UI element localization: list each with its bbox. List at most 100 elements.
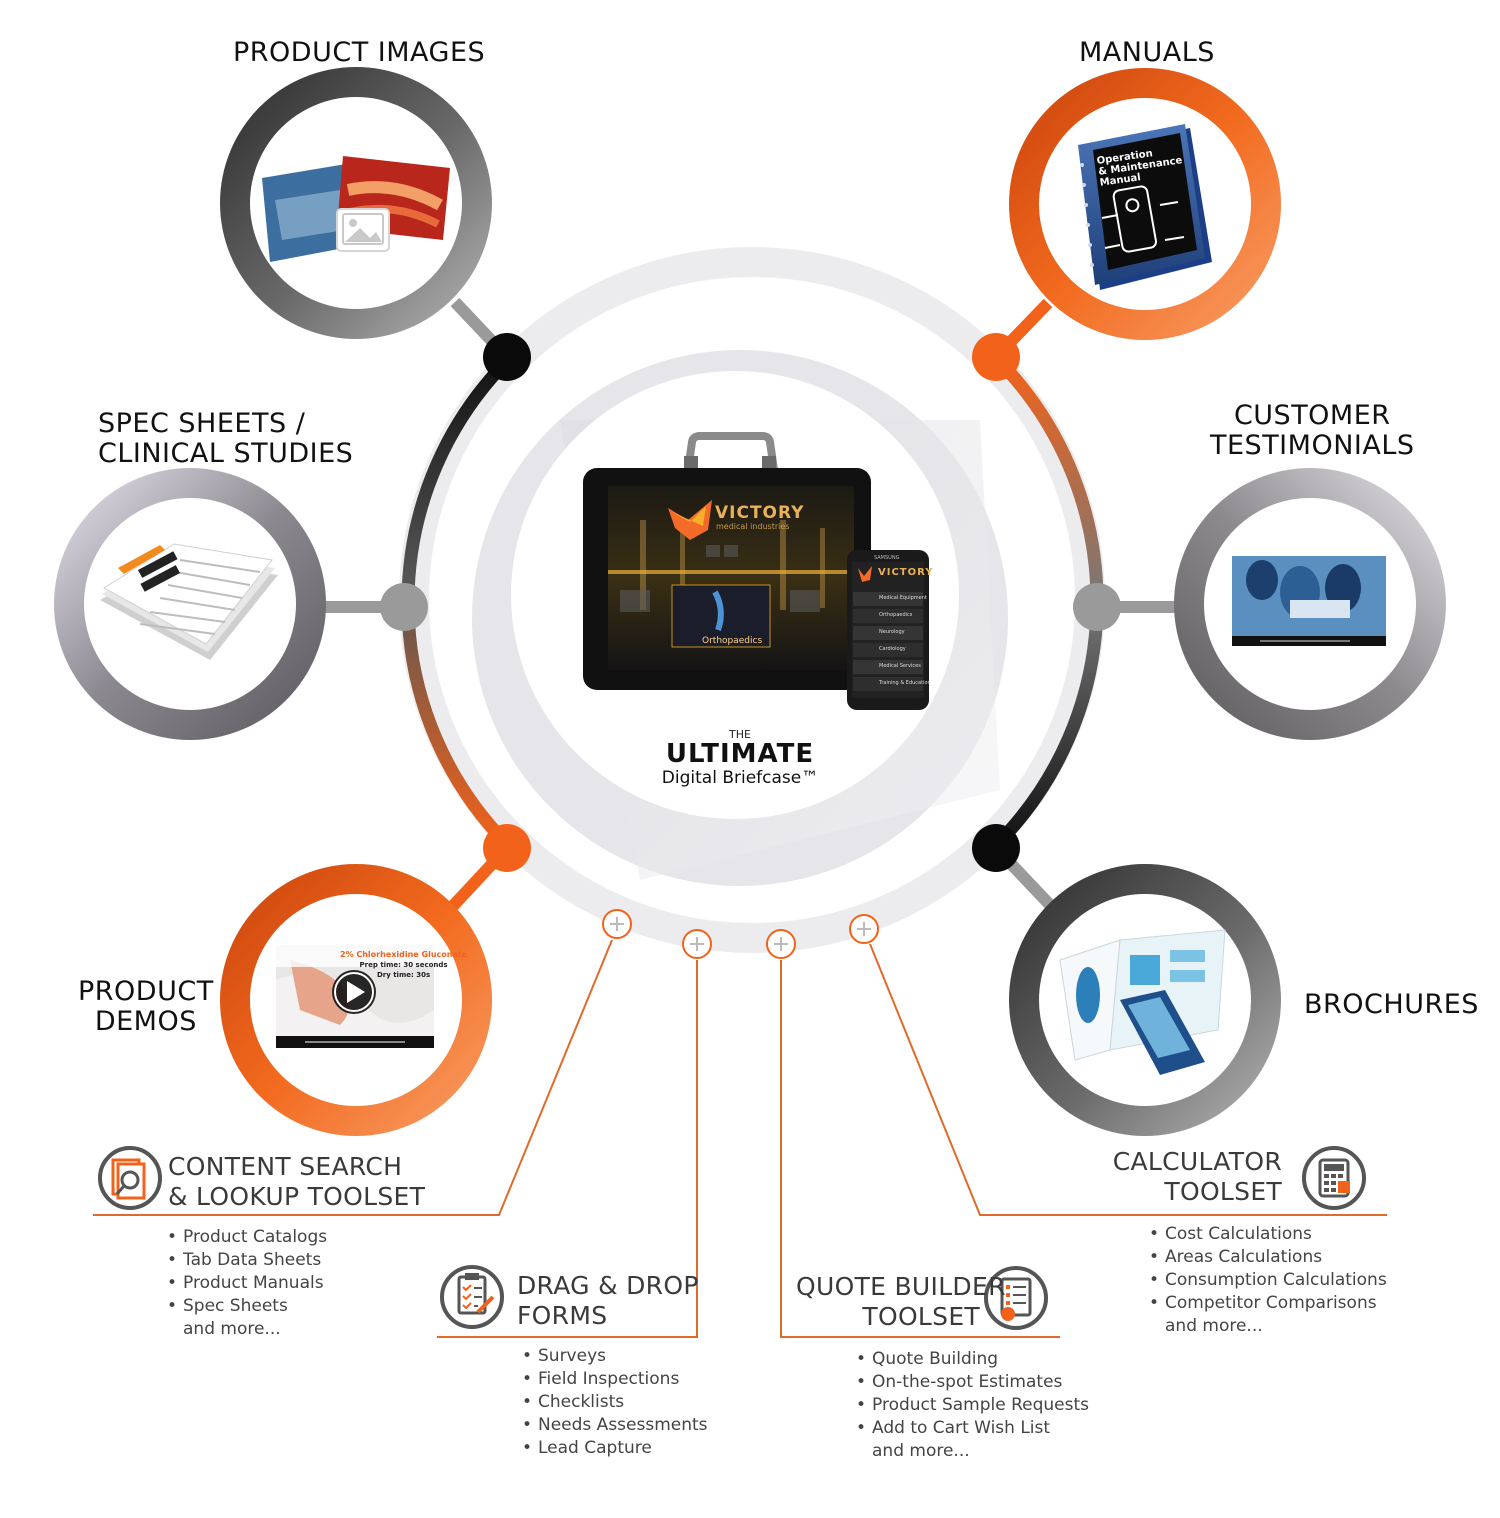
phone-menu-item: Neurology [879, 629, 905, 635]
brand-the: THE [729, 728, 751, 741]
image-icon [336, 208, 390, 252]
label-line: CLINICAL STUDIES [98, 438, 354, 469]
list-item: Needs Assessments [522, 1414, 708, 1437]
tablet-brand: VICTORY [715, 503, 805, 523]
list-item: Competitor Comparisons [1149, 1292, 1387, 1315]
label-line: PRODUCT [78, 976, 214, 1007]
label-line: SPEC SHEETS / [98, 408, 306, 439]
phone-menu-row [853, 609, 923, 623]
list-item: Product Catalogs [167, 1226, 327, 1249]
hub-brand: THE ULTIMATE Digital Briefcase™ [660, 728, 820, 789]
label-line: DEMOS [94, 1006, 197, 1037]
title-line: TOOLSET [1164, 1177, 1282, 1206]
label-line: BROCHURES [1304, 989, 1479, 1020]
plus-marker-2[interactable] [682, 929, 712, 959]
phone-menu-item: Medical Services [879, 663, 921, 669]
title-drag-drop: DRAG & DROP FORMS [517, 1271, 699, 1331]
plus-marker-1[interactable] [602, 909, 632, 939]
list-item: Tab Data Sheets [167, 1249, 327, 1272]
plus-marker-4[interactable] [849, 914, 879, 944]
manuals-thumbnail [1078, 124, 1212, 290]
label-product-images: PRODUCT IMAGES [233, 38, 485, 68]
list-item: Spec Sheets [167, 1295, 327, 1318]
play-icon [332, 970, 376, 1014]
leader-quote-builder [780, 960, 1060, 1338]
list-drag-drop: Surveys Field Inspections Checklists Nee… [522, 1345, 708, 1460]
list-quote-builder: Quote Building On-the-spot Estimates Pro… [856, 1348, 1089, 1463]
title-line: CONTENT SEARCH [168, 1152, 403, 1181]
title-calculator: CALCULATOR TOOLSET [1110, 1147, 1282, 1207]
testimonials-video-thumbnail [1232, 556, 1386, 646]
title-quote-builder: QUOTE BUILDER TOOLSET [796, 1272, 1006, 1332]
leader-drag-drop [437, 960, 698, 1338]
list-more: and more... [183, 1319, 281, 1339]
dot-brochures [972, 824, 1020, 872]
tablet-panel-label: Orthopaedics [702, 636, 763, 646]
brand-digital-briefcase: Digital Briefcase™ [661, 768, 819, 788]
title-line: QUOTE BUILDER [796, 1272, 1006, 1301]
list-item: Lead Capture [522, 1437, 708, 1460]
title-line: DRAG & DROP [517, 1271, 699, 1300]
dot-product-images [483, 333, 531, 381]
list-item: On-the-spot Estimates [856, 1371, 1089, 1394]
title-line: CALCULATOR [1112, 1147, 1282, 1176]
list-more: and more... [872, 1441, 970, 1461]
list-item: Field Inspections [522, 1368, 708, 1391]
label-manuals: MANUALS [1079, 38, 1215, 68]
spec-sheets-thumbnail [100, 543, 278, 660]
tablet-device [583, 432, 871, 690]
label-spec-sheets: SPEC SHEETS / CLINICAL STUDIES [98, 409, 353, 469]
phone-menu-row [853, 592, 923, 606]
video-title-line: 2% Chlorhexidine Gluconate [340, 950, 468, 959]
label-line: MANUALS [1079, 37, 1215, 68]
phone-menu-row [853, 677, 923, 691]
dot-testimonials [1073, 583, 1121, 631]
list-item: Surveys [522, 1345, 708, 1368]
label-line: CUSTOMER [1233, 400, 1391, 431]
list-item: Checklists [522, 1391, 708, 1414]
document-search-icon [98, 1146, 162, 1210]
phone-menu-item: Medical Equipment [879, 595, 927, 601]
phone-menu-item: Orthopaedics [879, 612, 913, 618]
label-testimonials: CUSTOMER TESTIMONIALS [1210, 401, 1415, 461]
phone-menu-row [853, 660, 923, 674]
leader-content-search [93, 939, 613, 1216]
brochures-thumbnail [1059, 929, 1226, 1075]
dot-spec-sheets [380, 583, 428, 631]
label-line: PRODUCT IMAGES [233, 37, 486, 68]
list-item: Add to Cart Wish List [856, 1417, 1089, 1440]
phone-menu-item: Training & Education [879, 680, 931, 686]
calculator-icon [1302, 1146, 1366, 1210]
plus-marker-3[interactable] [766, 929, 796, 959]
title-line: & LOOKUP TOOLSET [168, 1182, 426, 1211]
title-line: TOOLSET [862, 1302, 980, 1331]
quote-list-icon [984, 1266, 1048, 1330]
video-title-line: Prep time: 30 seconds [359, 961, 448, 969]
demo-video-title: 2% Chlorhexidine Gluconate Prep time: 30… [340, 950, 467, 980]
label-brochures: BROCHURES [1304, 990, 1479, 1020]
list-item: Consumption Calculations [1149, 1269, 1387, 1292]
phone-brand: VICTORY [878, 567, 934, 578]
list-calculator: Cost Calculations Areas Calculations Con… [1149, 1223, 1387, 1338]
leader-calculator [869, 943, 1387, 1216]
list-item: Product Manuals [167, 1272, 327, 1295]
clipboard-checklist-icon [440, 1265, 504, 1329]
tablet-brand-sub: medical industries [716, 522, 790, 531]
brand-ultimate: ULTIMATE [665, 739, 815, 769]
phone-header: SAMSUNG [874, 555, 900, 561]
list-item: Product Sample Requests [856, 1394, 1089, 1417]
phone-device [847, 550, 929, 710]
list-item: Quote Building [856, 1348, 1089, 1371]
list-content-search: Product Catalogs Tab Data Sheets Product… [167, 1226, 327, 1341]
video-title-line: Dry time: 30s [376, 971, 431, 979]
phone-menu-row [853, 626, 923, 640]
label-line: TESTIMONIALS [1210, 430, 1415, 461]
phone-menu-row [853, 643, 923, 657]
list-more: and more... [1165, 1316, 1263, 1336]
list-item: Cost Calculations [1149, 1223, 1387, 1246]
dot-manuals [972, 333, 1020, 381]
list-item: Areas Calculations [1149, 1246, 1387, 1269]
phone-menu-item: Cardiology [879, 646, 906, 652]
